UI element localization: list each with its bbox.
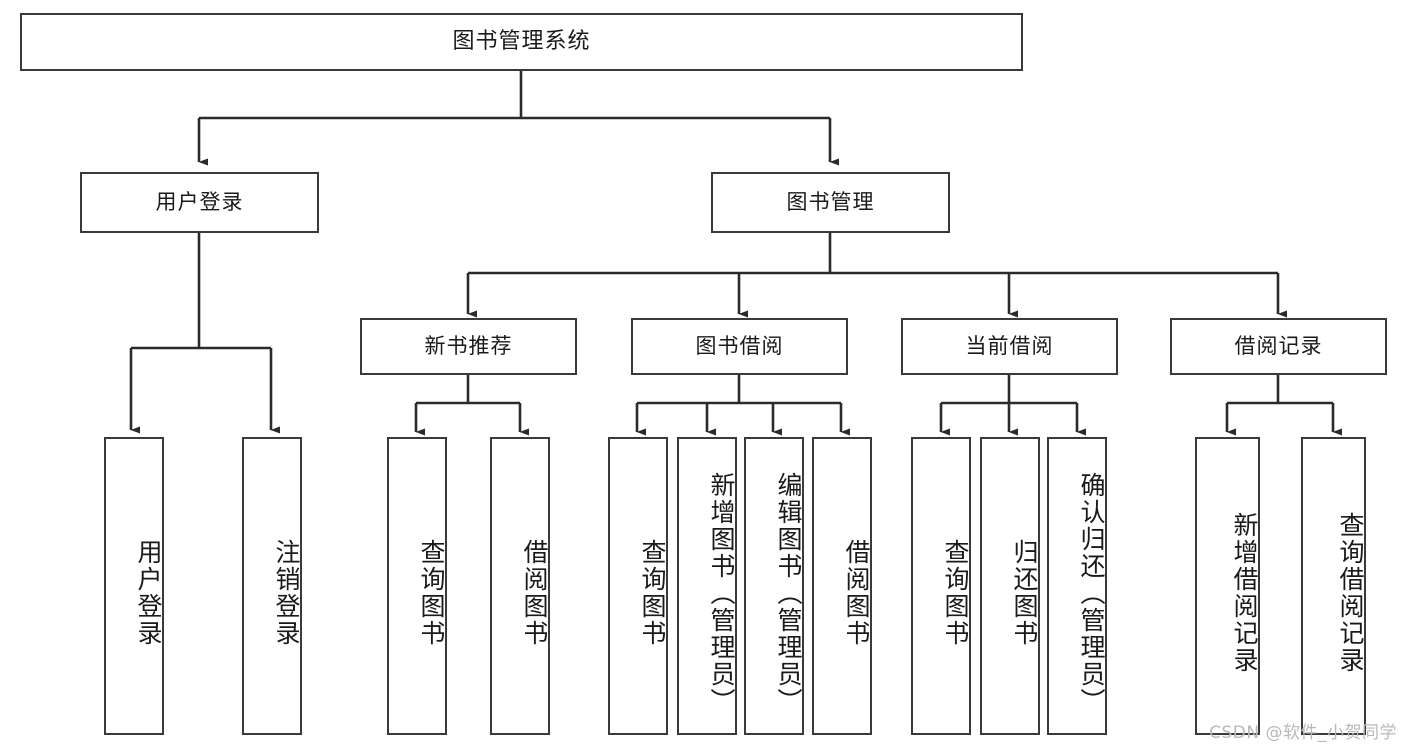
node-user-login[interactable]: 用户登录 [80, 172, 319, 233]
node-root-label: 图书管理系统 [452, 28, 591, 54]
node-book-management[interactable]: 图书管理 [711, 172, 950, 233]
leaf-query-book-3[interactable]: 查询图书 [911, 437, 971, 735]
node-book-borrow-label: 图书借阅 [695, 333, 784, 358]
leaf-logout-login[interactable]: 注销登录 [242, 437, 302, 735]
leaf-logout-login-label: 注销登录 [272, 539, 301, 647]
leaf-query-book-3-label: 查询图书 [941, 539, 970, 647]
leaf-user-login-label: 用户登录 [134, 539, 163, 647]
leaf-borrow-book-2[interactable]: 借阅图书 [812, 437, 872, 735]
node-book-borrow[interactable]: 图书借阅 [631, 318, 848, 375]
leaf-add-book[interactable]: 新增图书（管理员） [677, 437, 737, 735]
leaf-query-record[interactable]: 查询借阅记录 [1301, 437, 1366, 735]
leaf-edit-book-label: 编辑图书（管理员） [774, 471, 803, 715]
node-borrow-record-label: 借阅记录 [1234, 333, 1323, 358]
leaf-edit-book[interactable]: 编辑图书（管理员） [744, 437, 804, 735]
leaf-confirm-return-label: 确认归还（管理员） [1077, 471, 1106, 715]
leaf-confirm-return[interactable]: 确认归还（管理员） [1047, 437, 1107, 735]
leaf-query-book-1[interactable]: 查询图书 [387, 437, 447, 735]
leaf-query-book-1-label: 查询图书 [417, 539, 446, 647]
leaf-user-login[interactable]: 用户登录 [104, 437, 164, 735]
leaf-query-book-2-label: 查询图书 [638, 539, 667, 647]
leaf-add-record-label: 新增借阅记录 [1230, 512, 1259, 674]
leaf-query-record-label: 查询借阅记录 [1336, 512, 1365, 674]
watermark: CSDN @软件_小贺同学 [1209, 723, 1397, 743]
node-new-book-recommend-label: 新书推荐 [424, 333, 513, 358]
leaf-return-book-label: 归还图书 [1010, 539, 1039, 647]
leaf-query-book-2[interactable]: 查询图书 [608, 437, 668, 735]
node-current-borrow-label: 当前借阅 [965, 333, 1054, 358]
leaf-borrow-book-1-label: 借阅图书 [520, 539, 549, 647]
node-current-borrow[interactable]: 当前借阅 [901, 318, 1118, 375]
leaf-return-book[interactable]: 归还图书 [980, 437, 1040, 735]
leaf-borrow-book-1[interactable]: 借阅图书 [490, 437, 550, 735]
node-book-management-label: 图书管理 [786, 189, 875, 214]
node-user-login-label: 用户登录 [155, 189, 244, 214]
leaf-add-book-label: 新增图书（管理员） [707, 471, 736, 715]
leaf-add-record[interactable]: 新增借阅记录 [1195, 437, 1260, 735]
node-borrow-record[interactable]: 借阅记录 [1170, 318, 1387, 375]
leaf-borrow-book-2-label: 借阅图书 [842, 539, 871, 647]
node-new-book-recommend[interactable]: 新书推荐 [360, 318, 577, 375]
node-root[interactable]: 图书管理系统 [20, 13, 1023, 71]
